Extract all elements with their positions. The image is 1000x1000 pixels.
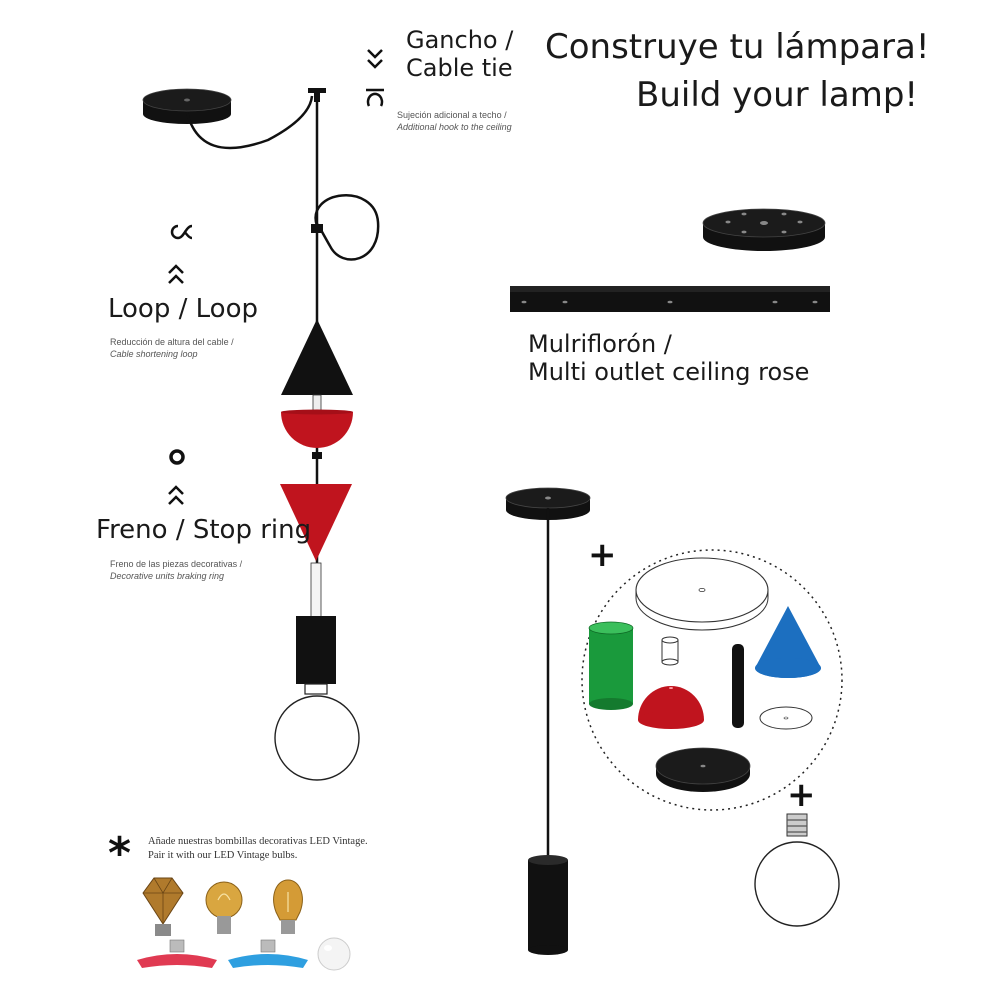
white-disc-small [759, 706, 813, 730]
loop-icon [170, 224, 193, 240]
black-lamp-holder [296, 616, 336, 684]
red-half-sphere [281, 412, 353, 448]
spacer-tube-lower [310, 562, 322, 618]
loop-label: Loop / Loop [108, 294, 258, 324]
blue-cone [755, 606, 821, 678]
stop-ring-piece [312, 452, 322, 459]
rectangular-multi-ceiling-rose [510, 286, 830, 312]
cable-loop [314, 194, 380, 261]
round-multi-ceiling-rose [702, 208, 826, 251]
loop-desc-es: Reducción de altura del cable / [110, 337, 234, 347]
pink-flat-led-bulb [137, 939, 217, 968]
bulbs-note-en: Pair it with our LED Vintage bulbs. [148, 850, 297, 861]
pendant-lamp-holder [528, 855, 568, 955]
white-globe-led-bulb [317, 937, 351, 971]
black-disc [655, 747, 751, 792]
hook-double-chevron-icon [367, 49, 383, 69]
plus-icon: + [588, 535, 617, 575]
hook-label-en: Cable tie [406, 54, 513, 82]
stop-ring-desc-es: Freno de las piezas decorativas / [110, 559, 243, 569]
stop-ring-double-chevron-icon [168, 485, 184, 505]
plus-icon: + [787, 775, 816, 815]
diamond-vintage-bulb [142, 877, 184, 936]
green-cylinder-holder [588, 621, 634, 710]
ceiling-hook [308, 88, 326, 102]
red-half-sphere-top [281, 409, 353, 415]
spacer-tube-upper [312, 394, 322, 413]
round-vintage-bulb [205, 881, 243, 934]
black-rod [732, 644, 744, 728]
multi-rose-label-es: Mulriflorón / [528, 330, 673, 358]
stop-ring-icon [169, 449, 185, 465]
cable-to-hook [185, 95, 314, 150]
white-small-tube [661, 636, 679, 666]
hook-label-es: Gancho / [406, 26, 514, 54]
asterisk-icon: * [108, 828, 131, 879]
bulbs-note-es: Añade nuestras bombillas decorativas LED… [148, 836, 368, 847]
black-cone [281, 319, 353, 395]
hook-desc-es: Sujeción adicional a techo / [397, 110, 507, 120]
globe-bulb-separate [754, 813, 840, 927]
blue-flat-led-bulb [228, 939, 308, 968]
ceiling-rose-small [142, 88, 232, 124]
white-disc-large [635, 557, 769, 631]
stop-ring-desc-en: Decorative units braking ring [110, 571, 224, 581]
edison-vintage-bulb [273, 879, 303, 934]
loop-double-chevron-icon [168, 264, 184, 284]
accessories-dotted-circle [581, 549, 843, 811]
hook-icon [366, 88, 384, 107]
globe-bulb [274, 683, 360, 781]
loop-clip [311, 224, 323, 233]
loop-desc-en: Cable shortening loop [110, 349, 198, 359]
hook-desc-en: Additional hook to the ceiling [396, 122, 512, 132]
pendant-ceiling-rose [505, 487, 591, 520]
stop-ring-label: Freno / Stop ring [96, 515, 311, 545]
title-english: Build your lamp! [636, 75, 918, 115]
multi-rose-label-en: Multi outlet ceiling rose [528, 358, 809, 386]
title-spanish: Construye tu lámpara! [545, 27, 929, 67]
red-dome [638, 686, 704, 729]
red-cone [280, 484, 352, 561]
